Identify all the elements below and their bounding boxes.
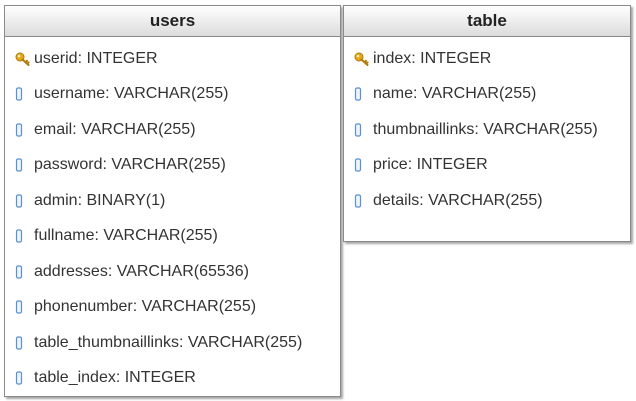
field-row[interactable]: username: VARCHAR(255) [5, 77, 340, 113]
field-row[interactable]: phonenumber: VARCHAR(255) [5, 290, 340, 326]
field-separator: : [178, 333, 188, 351]
column-icon [15, 193, 34, 209]
column-icon [15, 122, 34, 138]
field-separator: : [107, 262, 117, 280]
field-row[interactable]: name: VARCHAR(255) [344, 77, 630, 113]
column-icon [15, 370, 34, 386]
field-name: details [373, 191, 420, 209]
column-icon [15, 86, 34, 102]
field-name: name [373, 85, 414, 103]
field-type: VARCHAR(255) [111, 156, 226, 174]
field-name: userid [34, 49, 78, 67]
field-type: VARCHAR(255) [103, 227, 218, 245]
field-name: username [34, 85, 106, 103]
field-name: addresses [34, 262, 108, 280]
field-separator: : [72, 120, 82, 138]
key-icon [354, 51, 373, 67]
field-name: table_index [34, 369, 116, 387]
field-row[interactable]: price: INTEGER [344, 148, 630, 184]
field-row[interactable]: index: INTEGER [344, 41, 630, 77]
field-type: VARCHAR(255) [114, 85, 229, 103]
field-row[interactable]: userid: INTEGER [5, 41, 340, 77]
field-type: VARCHAR(255) [81, 120, 196, 138]
field-type: VARCHAR(255) [187, 333, 303, 351]
field-separator: : [474, 120, 484, 138]
field-name: thumbnaillinks [373, 120, 475, 138]
field-row[interactable]: table_thumbnaillinks: VARCHAR(255) [5, 325, 340, 361]
field-type: VARCHAR(255) [483, 120, 598, 138]
field-separator: : [94, 227, 104, 245]
field-row[interactable]: addresses: VARCHAR(65536) [5, 254, 340, 290]
field-row[interactable]: password: VARCHAR(255) [5, 148, 340, 184]
column-icon [15, 299, 34, 315]
field-row[interactable]: fullname: VARCHAR(255) [5, 219, 340, 255]
field-separator: : [77, 49, 87, 67]
field-type: BINARY(1) [86, 191, 166, 209]
field-separator: : [407, 156, 417, 174]
column-icon [354, 193, 373, 209]
field-separator: : [413, 85, 422, 103]
field-type: INTEGER [416, 156, 488, 174]
field-row[interactable]: admin: BINARY(1) [5, 183, 340, 219]
column-icon [15, 264, 34, 280]
column-icon [15, 228, 34, 244]
field-name: password [34, 156, 103, 174]
field-name: phonenumber [34, 298, 133, 316]
field-name: email [34, 120, 73, 138]
field-separator: : [105, 85, 115, 103]
field-type: VARCHAR(255) [421, 85, 537, 103]
column-icon [15, 335, 34, 351]
field-type: VARCHAR(255) [428, 191, 543, 209]
field-row[interactable]: email: VARCHAR(255) [5, 112, 340, 148]
field-separator: : [102, 156, 112, 174]
field-separator: : [411, 49, 421, 67]
field-separator: : [115, 369, 125, 387]
field-name: index [373, 49, 412, 67]
column-icon [15, 157, 34, 173]
column-icon [354, 86, 373, 102]
field-type: INTEGER [124, 369, 196, 387]
field-type: VARCHAR(255) [141, 298, 257, 316]
field-row[interactable]: table_index: INTEGER [5, 361, 340, 397]
column-icon [354, 122, 373, 138]
entity-header-table: table [344, 6, 630, 37]
column-icon [354, 157, 373, 173]
field-row[interactable]: details: VARCHAR(255) [344, 183, 630, 219]
field-separator: : [132, 298, 142, 316]
field-name: price [373, 156, 408, 174]
field-type: INTEGER [420, 49, 492, 67]
field-type: VARCHAR(65536) [116, 262, 249, 280]
field-type: INTEGER [86, 49, 158, 67]
field-separator: : [77, 191, 87, 209]
key-icon [15, 51, 34, 67]
field-separator: : [419, 191, 429, 209]
field-name: admin [34, 191, 78, 209]
field-name: table_thumbnaillinks [34, 333, 179, 351]
field-name: fullname [34, 227, 95, 245]
entity-header-users: users [5, 6, 340, 37]
field-row[interactable]: thumbnaillinks: VARCHAR(255) [344, 112, 630, 148]
